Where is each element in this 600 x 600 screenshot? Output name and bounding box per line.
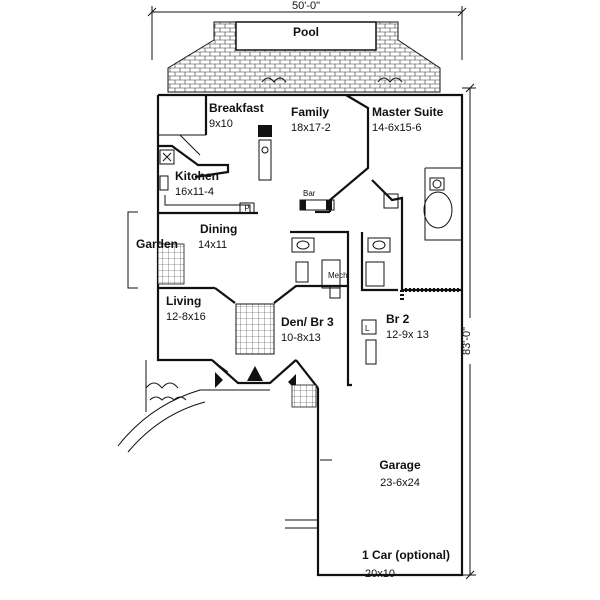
dining-size: 14x11 [198, 239, 227, 251]
kitchen-name: Kitchen [175, 169, 219, 183]
laundry: L [361, 319, 377, 365]
breakfast-nook [158, 134, 206, 156]
bar: Bar [299, 189, 335, 211]
onecar-name: 1 Car (optional) [362, 548, 450, 562]
bar-label: Bar [303, 189, 316, 198]
pantry-label: P [244, 204, 249, 213]
br2-size: 12-9x 13 [386, 329, 429, 341]
pool [235, 21, 377, 51]
dining-name: Dining [200, 222, 237, 236]
onecar-size: 20x10 [365, 568, 395, 580]
kitchen-size: 16x11-4 [175, 186, 214, 198]
mech-label: Mech [328, 271, 348, 280]
family-size: 18x17-2 [291, 122, 331, 134]
pool-patio: Pool [167, 21, 441, 93]
hall-bath: Mech [291, 237, 348, 299]
breakfast-name: Breakfast [209, 101, 264, 115]
den-name: Den/ Br 3 [281, 315, 334, 329]
den-size: 10-8x13 [281, 332, 321, 344]
room-labels: Breakfast 9x10 Family 18x17-2 Master Sui… [166, 101, 450, 580]
master-bath [365, 177, 460, 300]
width-label: 50'-0" [292, 0, 320, 12]
family-island [258, 125, 272, 181]
master-name: Master Suite [372, 105, 444, 119]
pool-label: Pool [293, 25, 319, 39]
breakfast-size: 9x10 [209, 118, 233, 130]
master-size: 14-6x15-6 [372, 122, 422, 134]
entry [211, 303, 297, 390]
depth-label: 83'-0" [461, 327, 473, 355]
living-name: Living [166, 294, 201, 308]
width-dimension: 50'-0" [147, 0, 467, 60]
garage-name: Garage [379, 458, 421, 472]
br2-name: Br 2 [386, 312, 410, 326]
depth-dimension: 83'-0" [461, 83, 477, 580]
walkway [117, 389, 332, 529]
garden-label: Garden [136, 237, 178, 251]
kitchen-counters: P [158, 144, 255, 214]
living-size: 12-8x16 [166, 311, 206, 323]
garage-size: 23-6x24 [380, 477, 420, 489]
family-name: Family [291, 105, 329, 119]
laundry-label: L [365, 324, 370, 333]
